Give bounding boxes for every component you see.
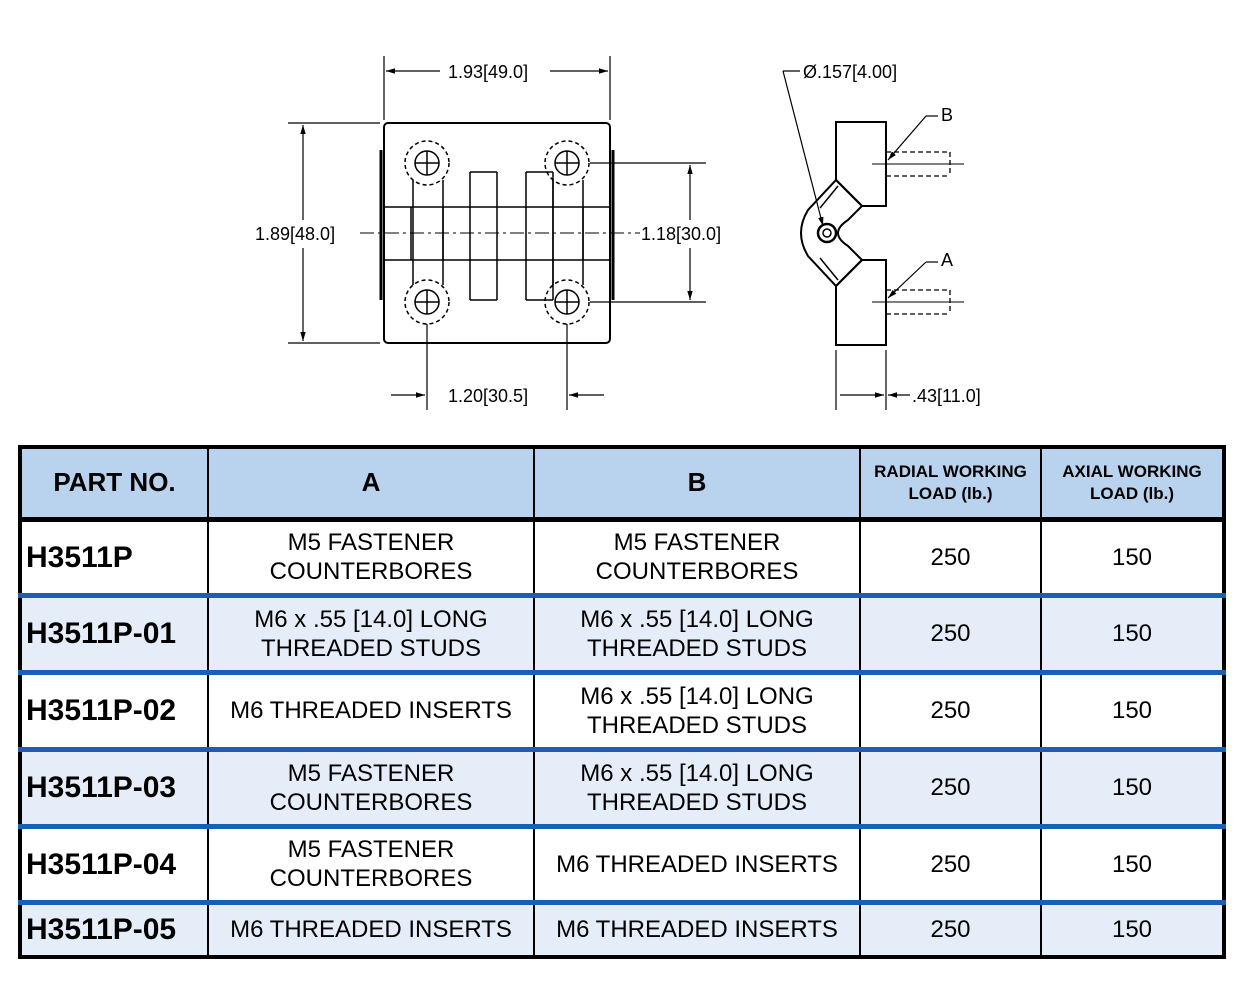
side-dimensions [782,70,938,410]
label-a: A [941,250,953,270]
cell-part: H3511P-01 [19,592,209,672]
cell-part: H3511P-03 [19,746,209,826]
cell-part: H3511P [19,519,209,595]
table-row: H3511P-02 M6 THREADED INSERTS M6 x .55 [… [19,669,1225,749]
cell-b: M6 THREADED INSERTS [533,899,861,957]
cell-axial: 150 [1040,592,1225,672]
cell-b: M6 THREADED INSERTS [533,823,861,902]
hole-top-right [544,140,590,186]
cell-axial: 150 [1040,519,1225,595]
cell-radial: 250 [859,899,1042,957]
hole-bottom-right [544,279,590,325]
cell-part: H3511P-02 [19,669,209,749]
dim-thickness-label: .43[11.0] [912,386,981,406]
header-radial-line1: RADIAL WORKING [874,461,1027,481]
cell-radial: 250 [859,519,1042,595]
cell-radial: 250 [859,669,1042,749]
dim-width-label: 1.93[49.0] [448,62,528,82]
header-part-no: PART NO. [19,447,209,522]
cell-a: M6 THREADED INSERTS [207,669,535,749]
dim-diameter-label: Ø.157[4.00] [803,62,897,82]
label-b: B [941,105,953,125]
hinge-technical-drawing: 1.93[49.0] 1.89[48.0] 1.18[30.0] 1.20[30… [255,56,981,410]
header-a: A [207,447,535,522]
header-b: B [533,447,861,522]
hole-bottom-left [404,279,450,325]
dim-hole-spacing-h-label: 1.20[30.5] [448,386,528,406]
cell-axial: 150 [1040,669,1225,749]
dim-hole-spacing-v-label: 1.18[30.0] [641,224,721,244]
header-radial-line2: LOAD (lb.) [908,483,993,503]
header-axial-line1: AXIAL WORKING [1062,461,1202,481]
cell-part: H3511P-05 [19,899,209,957]
front-view [360,122,640,344]
front-dimensions [288,56,706,410]
cell-radial: 250 [859,823,1042,902]
cell-radial: 250 [859,746,1042,826]
cell-axial: 150 [1040,899,1225,957]
table-row: H3511P-05 M6 THREADED INSERTS M6 THREADE… [19,899,1225,957]
header-axial-line2: LOAD (lb.) [1089,483,1175,503]
cell-a: M6 THREADED INSERTS [207,899,535,957]
hole-top-left [404,140,450,186]
cell-part: H3511P-04 [19,823,209,902]
cell-radial: 250 [859,592,1042,672]
side-view [800,121,964,346]
cell-axial: 150 [1040,746,1225,826]
cell-axial: 150 [1040,823,1225,902]
dim-height-label: 1.89[48.0] [255,224,335,244]
